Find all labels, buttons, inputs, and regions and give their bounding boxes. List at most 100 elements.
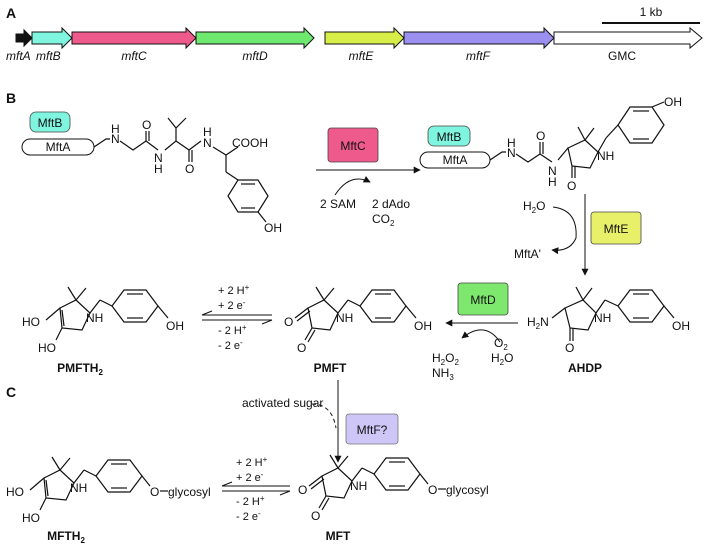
structure-ahdp: H2N O NH OH bbox=[527, 286, 690, 355]
compound-label-mfth2: MFTH2 bbox=[47, 529, 85, 544]
enzyme-box-mftb-right bbox=[427, 125, 471, 147]
panel-label-a: A bbox=[6, 5, 16, 21]
redox-minus-e-2: - 2 e- bbox=[236, 509, 261, 523]
atom-h-4: H bbox=[507, 136, 516, 150]
structure-pmft: O O NH OH bbox=[284, 286, 432, 355]
gene-arrow-mftd bbox=[195, 26, 315, 50]
atom-n-4: N bbox=[507, 146, 516, 160]
enzyme-box-mftb-left bbox=[29, 111, 71, 133]
atom-o-11: O bbox=[150, 485, 159, 499]
reagent-nh3: NH3 bbox=[432, 366, 454, 382]
atom-h-1: H bbox=[111, 122, 120, 136]
enzyme-box-mftc bbox=[327, 127, 379, 163]
atom-ho-1: HO bbox=[22, 315, 40, 329]
gene-arrow-mfte bbox=[324, 26, 405, 50]
atom-nh-6: NH bbox=[70, 481, 87, 495]
enzyme-box-mfte bbox=[590, 211, 642, 245]
enzyme-label-mftd: MftD bbox=[470, 293, 496, 307]
atom-n-3: N bbox=[203, 136, 212, 150]
atom-glycosyl-1: glycosyl bbox=[446, 483, 489, 497]
atom-glycosyl-2: glycosyl bbox=[168, 485, 211, 499]
enzyme-label-mftf: MftF? bbox=[357, 423, 388, 437]
reagent-h2o: H2O bbox=[523, 199, 545, 215]
enzyme-label-mfte: MftE bbox=[604, 222, 629, 236]
enzyme-box-mftf bbox=[345, 413, 399, 445]
reagent-activated-sugar: activated sugar bbox=[242, 396, 323, 410]
atom-o-8: O bbox=[298, 483, 307, 497]
structure-cyclized-peptide: N H O N H O NH OH bbox=[489, 95, 682, 193]
enzyme-box-mftd bbox=[457, 282, 509, 316]
gene-arrow-mfta bbox=[15, 28, 33, 48]
atom-nh-5: NH bbox=[350, 479, 367, 493]
panel-label-b: B bbox=[6, 90, 16, 106]
compound-label-pmft: PMFT bbox=[314, 361, 347, 375]
atom-nh-2: NH bbox=[594, 311, 611, 325]
atom-o-3: O bbox=[536, 129, 545, 143]
atom-o-1: O bbox=[142, 118, 151, 132]
structure-pmfth2: HO HO NH OH bbox=[22, 286, 184, 355]
atom-o-10: O bbox=[428, 483, 437, 497]
enzyme-label-mftb-left: MftB bbox=[38, 116, 63, 130]
reagent-o2: O2 bbox=[494, 336, 508, 352]
structure-mft: O O NH O glycosyl bbox=[298, 454, 489, 523]
gene-map bbox=[15, 26, 703, 50]
structure-mfth2: HO HO NH O glycosyl bbox=[6, 456, 211, 525]
gene-arrow-mftb bbox=[31, 26, 73, 50]
atom-oh-4: OH bbox=[414, 319, 432, 333]
reagent-h2o2: H2O2 bbox=[432, 351, 459, 367]
atom-h-5: H bbox=[548, 175, 557, 189]
structure-mfta-peptide: N H O N H O N H COOH OH bbox=[93, 117, 282, 235]
compound-label-ahdp: AHDP bbox=[568, 361, 602, 375]
reagent-dado: 2 dAdo bbox=[372, 197, 410, 211]
compound-label-mft: MFT bbox=[326, 529, 351, 543]
atom-nh-3: NH bbox=[336, 311, 353, 325]
redox-minus-h-1: - 2 H+ bbox=[218, 323, 247, 337]
redox-plus-e-1: + 2 e- bbox=[218, 298, 246, 312]
gene-label-mftb: mftB bbox=[36, 49, 61, 63]
atom-oh-2: OH bbox=[664, 95, 682, 109]
atom-h-2: H bbox=[154, 162, 163, 176]
atom-h-3: H bbox=[203, 125, 212, 139]
reagent-h2o-b: H2O bbox=[491, 351, 513, 367]
gene-label-mftd: mftD bbox=[242, 49, 268, 63]
reagent-mfta-prime: MftA' bbox=[514, 247, 541, 261]
redox-minus-e-1: - 2 e- bbox=[218, 338, 243, 352]
reagent-co2: CO2 bbox=[372, 212, 395, 228]
peptide-label-mfta-left: MftA bbox=[46, 140, 71, 154]
reagent-sam: 2 SAM bbox=[320, 197, 356, 211]
atom-nh-4: NH bbox=[86, 311, 103, 325]
atom-h2n: H2N bbox=[527, 315, 549, 331]
atom-cooh: COOH bbox=[232, 136, 268, 150]
atom-oh-3: OH bbox=[672, 319, 690, 333]
panel-label-c: C bbox=[6, 384, 16, 400]
redox-plus-e-2: + 2 e- bbox=[236, 470, 264, 484]
atom-o-7: O bbox=[297, 341, 306, 355]
atom-o-5: O bbox=[565, 341, 574, 355]
atom-n-1: N bbox=[111, 132, 120, 146]
redox-plus-h-2: + 2 H+ bbox=[236, 455, 268, 469]
compound-label-pmfth2: PMFTH2 bbox=[57, 361, 103, 377]
atom-nh-1: NH bbox=[597, 149, 614, 163]
enzyme-label-mftb-right: MftB bbox=[437, 130, 462, 144]
redox-minus-h-2: - 2 H+ bbox=[236, 494, 265, 508]
atom-ho-4: HO bbox=[22, 511, 40, 525]
atom-o-6: O bbox=[284, 315, 293, 329]
gene-arrow-mftf bbox=[403, 26, 555, 50]
gene-arrow-gmc bbox=[553, 26, 703, 50]
atom-oh-1: OH bbox=[264, 221, 282, 235]
atom-o-4: O bbox=[567, 179, 576, 193]
enzyme-label-mftc: MftC bbox=[340, 139, 366, 153]
atom-n-2: N bbox=[154, 151, 163, 165]
gene-label-mftc: mftC bbox=[121, 49, 147, 63]
atom-oh-5: OH bbox=[166, 319, 184, 333]
gene-arrow-mftc bbox=[71, 26, 197, 50]
atom-ho-3: HO bbox=[6, 485, 24, 499]
gene-label-mftf: mftF bbox=[466, 49, 491, 63]
atom-ho-2: HO bbox=[38, 341, 56, 355]
atom-o-9: O bbox=[311, 509, 320, 523]
atom-o-2: O bbox=[185, 162, 194, 176]
scale-bar-label: 1 kb bbox=[640, 5, 663, 19]
redox-plus-h-1: + 2 H+ bbox=[218, 283, 250, 297]
